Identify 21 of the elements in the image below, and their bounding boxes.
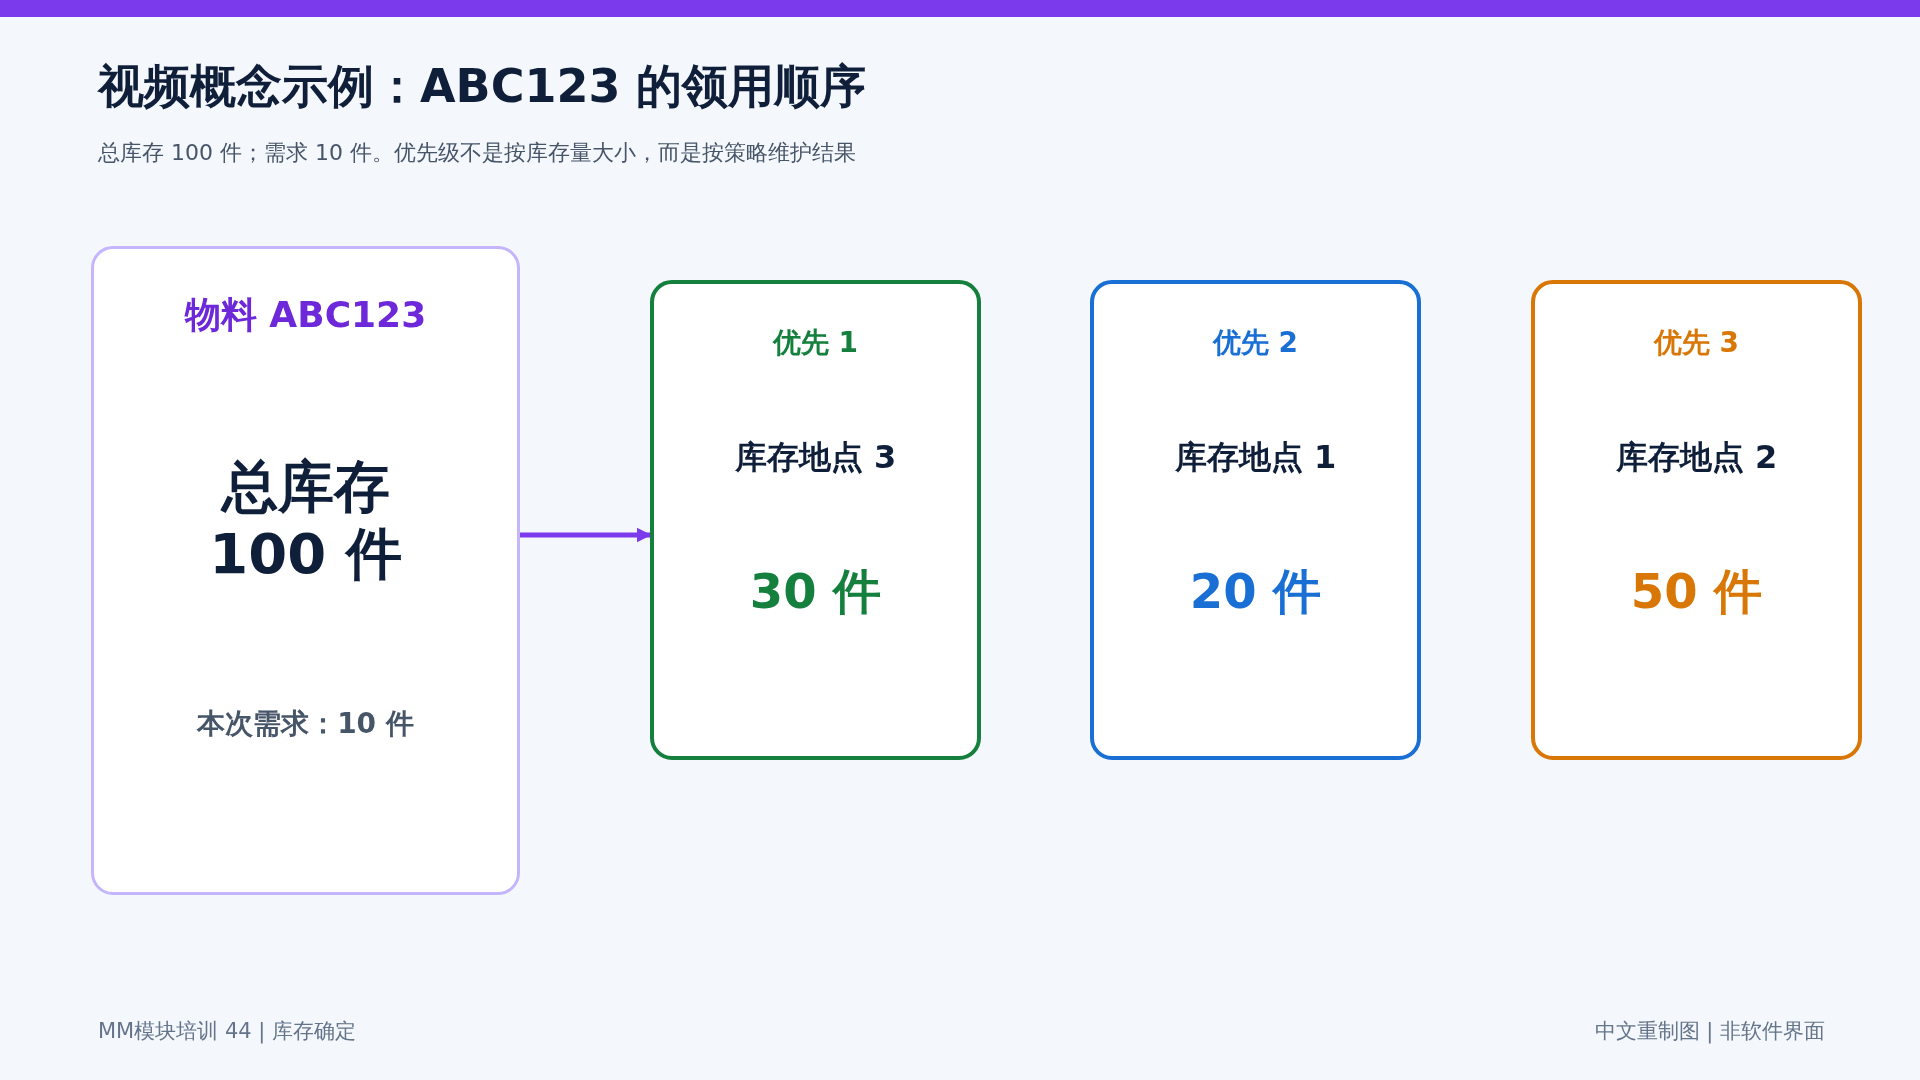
priority-heading: 优先 1 (772, 325, 859, 361)
storage-location-text: 库存地点 3 (734, 437, 897, 478)
priority-card (1090, 280, 1421, 760)
arrow (520, 527, 652, 543)
quantity-text: 50 件 (1630, 562, 1763, 621)
material-heading: 物料 ABC123 (184, 292, 427, 337)
priority-heading: 优先 3 (1653, 325, 1740, 361)
storage-location-text: 库存地点 2 (1615, 437, 1778, 478)
priority-heading: 优先 2 (1212, 325, 1299, 361)
priority-card (650, 280, 981, 760)
demand-text: 本次需求：10 件 (197, 706, 414, 742)
quantity-text: 20 件 (1189, 562, 1322, 621)
total-stock-text: 总库存 100 件 (208, 452, 403, 588)
footer-text: 中文重制图 | 非软件界面 (1594, 1018, 1825, 1045)
storage-location-text: 库存地点 1 (1174, 437, 1337, 478)
subtitle: 总库存 100 件；需求 10 件。优先级不是按库存量大小，而是按策略维护结果 (98, 139, 856, 167)
priority-card (1531, 280, 1862, 760)
quantity-text: 30 件 (749, 562, 882, 621)
material-card (91, 246, 520, 895)
footer-text: MM模块培训 44 | 库存确定 (98, 1018, 357, 1045)
title: 视频概念示例：ABC123 的领用顺序 (98, 58, 867, 115)
